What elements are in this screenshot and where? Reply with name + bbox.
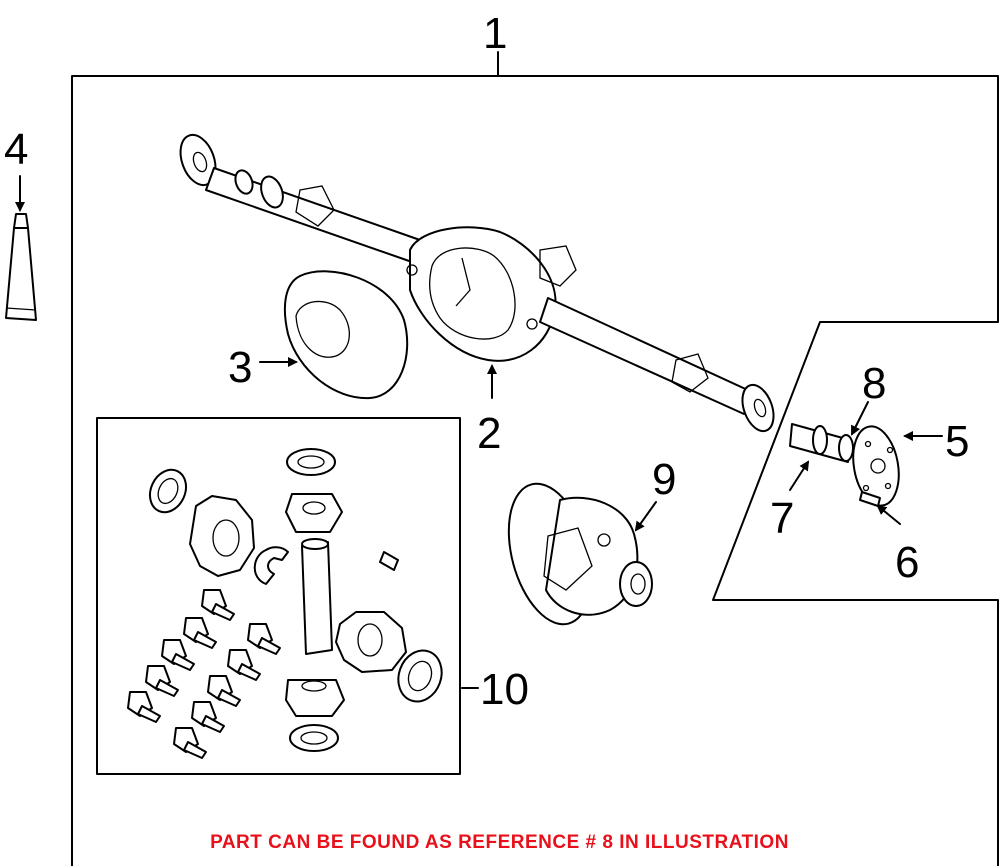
leader-7 [789,460,810,491]
differential-case-icon [507,482,653,626]
gear-kit-frame [96,417,461,775]
sealant-tube-icon [5,213,37,321]
wheel-studs-icon [127,589,281,759]
callout-3: 3 [228,343,252,392]
callout-5: 5 [945,417,969,466]
differential-cover-icon [283,270,409,400]
axle-housing-icon [179,133,775,433]
callout-1: 1 [483,9,507,58]
leader-6 [876,504,901,525]
callout-9: 9 [652,455,676,504]
leader-8 [851,401,869,436]
callout-6: 6 [895,538,919,587]
callout-2: 2 [477,409,501,458]
gear-kit-icon [127,448,443,759]
assembly-frame [71,75,999,866]
axle-shaft-icon [789,423,900,507]
callout-10: 10 [480,665,529,714]
leader-9 [634,501,657,532]
callout-4: 4 [4,125,28,174]
callout-7: 7 [770,494,794,543]
callout-8: 8 [862,359,886,408]
reference-note: PART CAN BE FOUND AS REFERENCE # 8 IN IL… [210,832,789,853]
